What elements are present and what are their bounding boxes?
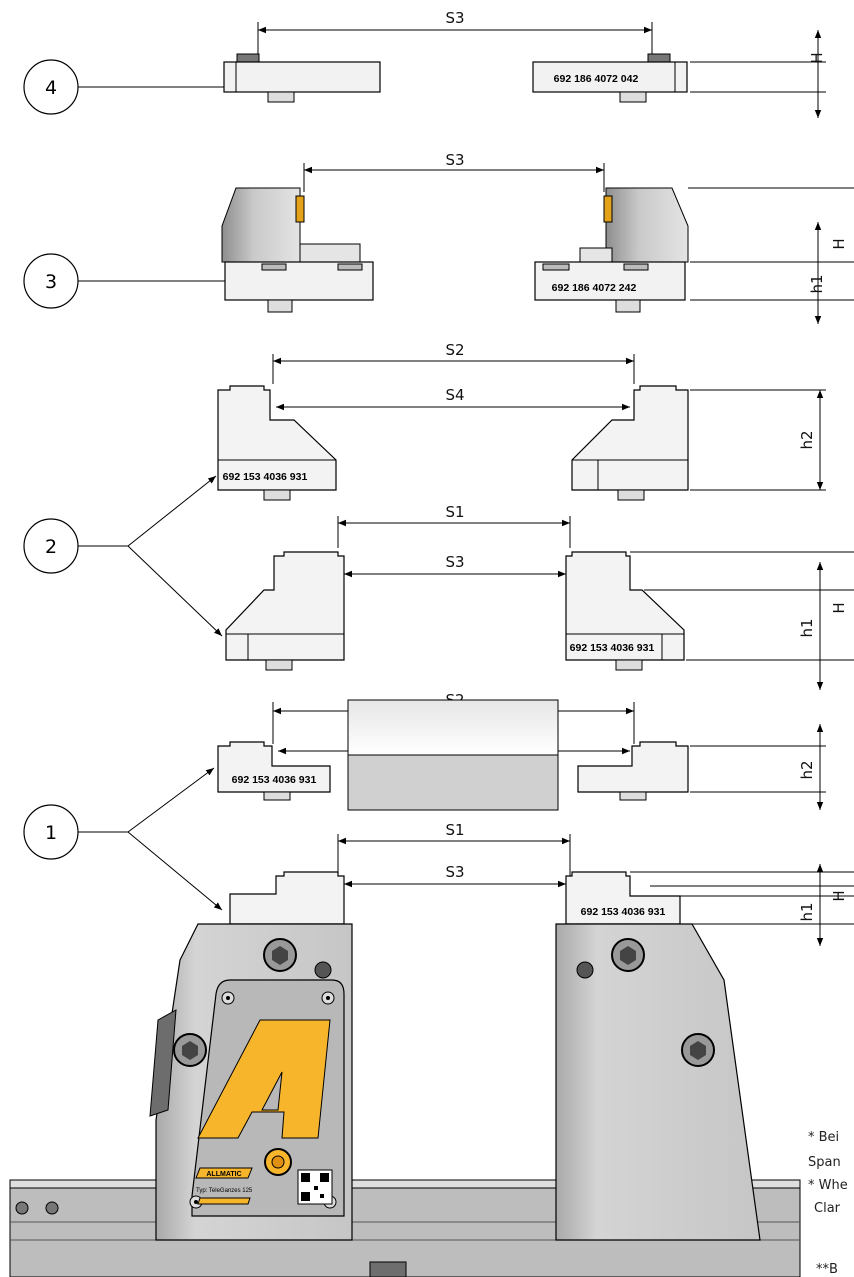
right-vise-body xyxy=(555,923,761,1241)
note-line-3: * Whe xyxy=(808,1178,848,1193)
dim-label-s3: S3 xyxy=(445,553,464,571)
dim-label-s1: S1 xyxy=(445,821,464,839)
note-line-5: **B xyxy=(816,1262,838,1277)
callout-3-label: 3 xyxy=(45,271,57,293)
dim-label-s3: S3 xyxy=(445,151,464,169)
part-number: 692 153 4036 931 xyxy=(570,642,655,654)
part-number: 692 186 4072 242 xyxy=(552,282,637,294)
dim-label-h: H xyxy=(830,890,848,901)
row-2-upper-jaws: S2 S4 692 153 4036 931 h2 xyxy=(217,341,826,501)
dim-label-h1: h1 xyxy=(808,274,826,293)
vise-assembly: A ALLMATIC Typ: TeleGanzes 125 xyxy=(9,699,801,1277)
row-3-jaws: S3 692 186 4072 242 H h1 3 xyxy=(23,151,854,324)
dim-label-h1: h1 xyxy=(798,902,816,921)
part-number: 692 153 4036 931 xyxy=(232,774,317,786)
part-number: 692 153 4036 931 xyxy=(581,906,666,918)
dim-label-h2: h2 xyxy=(798,760,816,779)
type-label: Typ: TeleGanzes 125 xyxy=(196,1188,253,1194)
callout-2-label: 2 xyxy=(45,536,57,558)
part-number: 692 186 4072 042 xyxy=(554,73,639,85)
note-line-2: Span xyxy=(808,1155,841,1170)
row-4-jaws: S3 692 186 4072 042 H 4 xyxy=(23,9,826,118)
note-line-4: Clar xyxy=(814,1201,840,1216)
dim-label-h: H xyxy=(830,602,848,613)
part-number: 692 153 4036 931 xyxy=(223,471,308,483)
dim-label-h1: h1 xyxy=(798,618,816,637)
dim-label-s3: S3 xyxy=(445,863,464,881)
row-1-lower-jaws: S1 S3 692 153 4036 931 H h1 1 xyxy=(23,767,854,946)
dim-label-h: H xyxy=(808,52,826,63)
dim-label-h2: h2 xyxy=(798,430,816,449)
row-2-lower-jaws: S1 S3 692 153 4036 931 H h1 2 xyxy=(23,475,854,690)
dim-label-s3: S3 xyxy=(445,9,464,27)
dim-label-s2: S2 xyxy=(445,341,464,359)
dim-label-h: H xyxy=(830,238,848,249)
callout-1-label: 1 xyxy=(45,822,57,844)
row-1-upper-jaws: S2 S4 692 153 4036 931 h2 xyxy=(217,691,826,810)
note-line-1: * Bei xyxy=(808,1130,840,1145)
callout-4-label: 4 xyxy=(45,77,57,99)
brand-label: ALLMATIC xyxy=(206,1171,241,1178)
logo-a-mark xyxy=(197,1019,331,1139)
dim-label-s4: S4 xyxy=(445,386,464,404)
dim-label-s1: S1 xyxy=(445,503,464,521)
